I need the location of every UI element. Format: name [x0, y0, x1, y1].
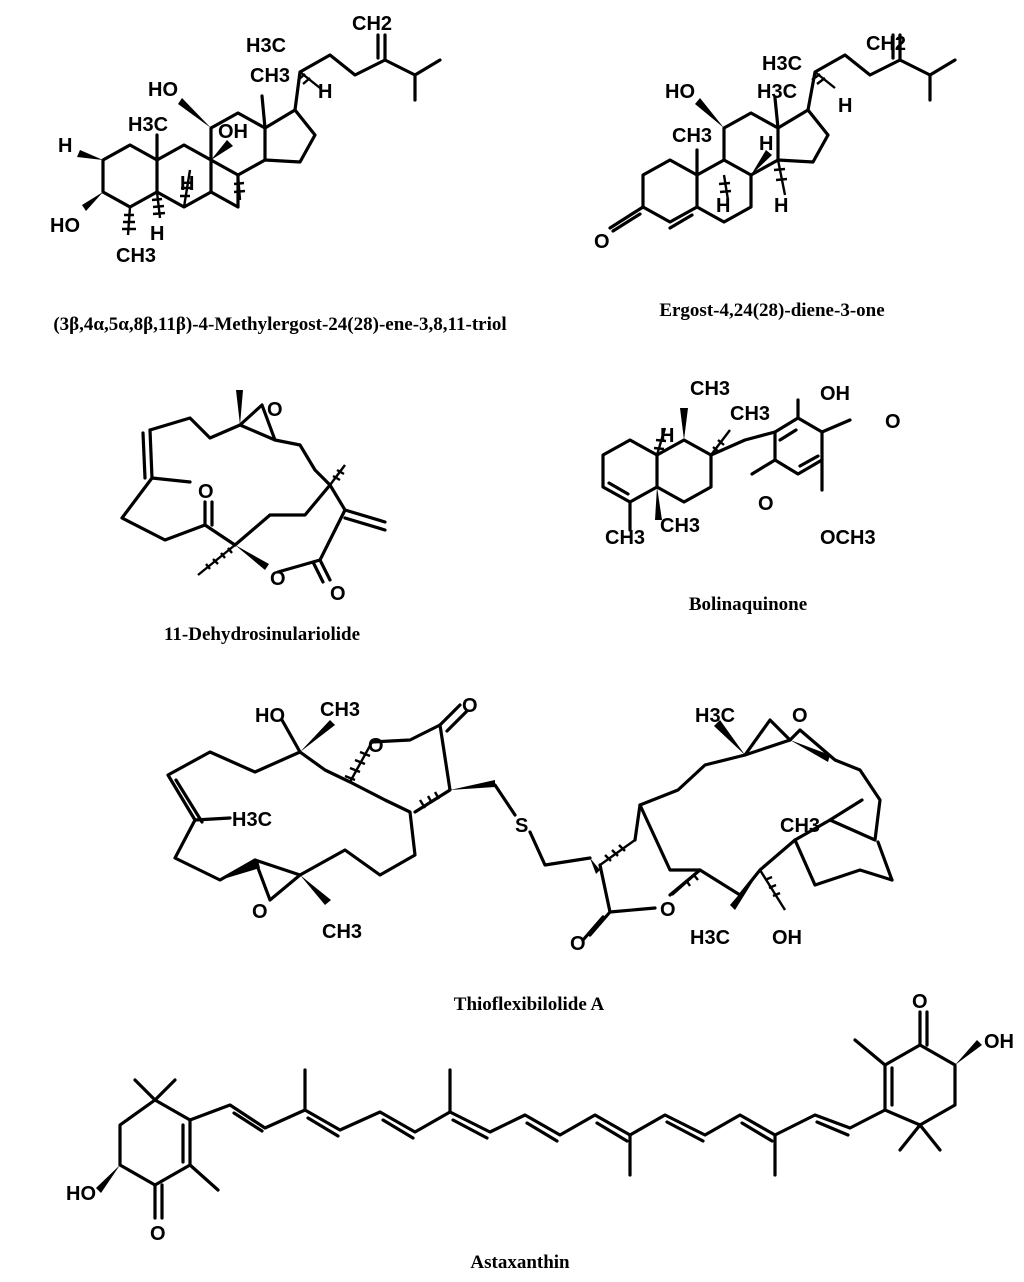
- atom-label: CH3: [672, 125, 712, 147]
- atom-label: O: [270, 568, 286, 590]
- atom-label: CH3: [690, 378, 730, 400]
- bonds-bolinaquinone: [601, 398, 852, 532]
- atom-label: CH2: [352, 13, 392, 35]
- atom-label: CH3: [660, 515, 700, 537]
- bonds-astaxanthin: [96, 1010, 982, 1220]
- atom-label: O: [570, 933, 586, 955]
- atom-label: CH3: [605, 527, 645, 549]
- atom-label: O: [758, 493, 774, 515]
- atom-label: H: [318, 81, 332, 103]
- atom-label: H: [716, 195, 730, 217]
- atom-labels-methylergost: CH2 H3C CH3 H HO H3C OH H HO H H CH3: [50, 13, 392, 267]
- atom-label: H3C: [762, 53, 802, 75]
- atom-label: O: [330, 583, 346, 605]
- atom-label: CH2: [866, 33, 906, 55]
- bonds-thioflexibilolide: [166, 703, 894, 942]
- bonds-sinulariolide: [120, 390, 387, 584]
- atom-label: CH3: [250, 65, 290, 87]
- atom-label: H: [759, 133, 773, 155]
- atom-label: O: [594, 231, 610, 253]
- atom-label: H: [58, 135, 72, 157]
- atom-label: CH3: [322, 921, 362, 943]
- atom-label: O: [368, 735, 384, 757]
- atom-labels-ergost: CH2 H3C HO H3C H CH3 H H H O: [594, 33, 906, 253]
- atom-label: H3C: [232, 809, 272, 831]
- atom-label: O: [912, 991, 928, 1013]
- atom-label: H: [774, 195, 788, 217]
- atom-label: OH: [820, 383, 850, 405]
- compound-bolinaquinone: CH3 OH H CH3 O O CH3 CH3 OCH3 Bolinaquin…: [601, 378, 901, 615]
- compound-name: Ergost-4,24(28)-diene-3-one: [659, 300, 884, 321]
- atom-label: HO: [148, 79, 178, 101]
- atom-label: O: [462, 695, 478, 717]
- atom-label: H3C: [757, 81, 797, 103]
- compound-ergost-diene-one: CH2 H3C HO H3C H CH3 H H H O Ergost-4,24…: [594, 33, 957, 321]
- atom-label: O: [267, 399, 283, 421]
- atom-label: OCH3: [820, 527, 876, 549]
- bonds-ergost: [608, 33, 957, 233]
- atom-label: OH: [218, 121, 248, 143]
- atom-label: CH3: [730, 403, 770, 425]
- atom-label: O: [660, 899, 676, 921]
- atom-label: H: [180, 173, 194, 195]
- atom-label: H3C: [695, 705, 735, 727]
- atom-label: O: [792, 705, 808, 727]
- atom-label: OH: [772, 927, 802, 949]
- atom-label: O: [252, 901, 268, 923]
- bonds-methylergost: [77, 33, 442, 236]
- atom-label: H3C: [690, 927, 730, 949]
- atom-label: H: [838, 95, 852, 117]
- atom-label: H3C: [128, 114, 168, 136]
- compound-name: Thioflexibilolide A: [454, 994, 605, 1015]
- compound-name: Bolinaquinone: [689, 594, 807, 615]
- atom-label: H: [660, 425, 674, 447]
- compound-name: (3β,4α,5α,8β,11β)-4-Methylergost-24(28)-…: [53, 314, 506, 335]
- atom-label: H3C: [246, 35, 286, 57]
- atom-label: O: [150, 1223, 166, 1245]
- atom-label: S: [515, 815, 528, 837]
- atom-label: OH: [984, 1031, 1014, 1053]
- compound-name: Astaxanthin: [470, 1252, 570, 1273]
- atom-labels-thioflexibilolide: HO CH3 O O H3C O CH3 S H3C O CH3 O O H3C…: [232, 695, 820, 955]
- compound-methylergost-triol: CH2 H3C CH3 H HO H3C OH H HO H H CH3 (3β…: [50, 13, 507, 335]
- atom-labels-astaxanthin: O OH HO O: [66, 991, 1014, 1245]
- atom-label: HO: [66, 1183, 96, 1205]
- atom-labels-sinulariolide: O O O O: [198, 399, 346, 605]
- atom-label: H: [150, 223, 164, 245]
- compound-thioflexibilolide: HO CH3 O O H3C O CH3 S H3C O CH3 O O H3C…: [166, 695, 894, 1015]
- atom-label: CH3: [780, 815, 820, 837]
- atom-label: CH3: [116, 245, 156, 267]
- compound-name: 11-Dehydrosinulariolide: [164, 624, 360, 645]
- atom-label: HO: [665, 81, 695, 103]
- compound-astaxanthin: O OH HO O Astaxanthin: [66, 991, 1014, 1273]
- atom-label: O: [885, 411, 901, 433]
- atom-label: CH3: [320, 699, 360, 721]
- compound-dehydrosinulariolide: O O O O 11-Dehydrosinulariolide: [120, 390, 387, 645]
- atom-labels-bolinaquinone: CH3 OH H CH3 O O CH3 CH3 OCH3: [605, 378, 901, 549]
- atom-label: O: [198, 481, 214, 503]
- atom-label: HO: [50, 215, 80, 237]
- atom-label: HO: [255, 705, 285, 727]
